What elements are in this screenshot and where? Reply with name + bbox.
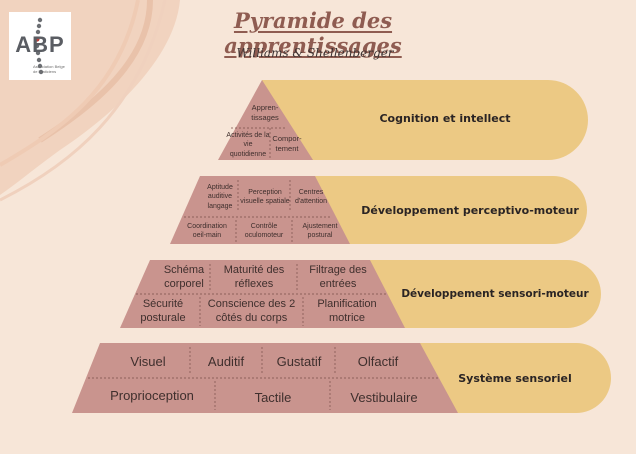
spine-icon <box>34 17 44 75</box>
cell-planification-motrice: Planification motrice <box>317 298 377 324</box>
tier-1-banner <box>262 80 588 160</box>
cell-visuel: Visuel <box>130 353 166 369</box>
cell-vestibulaire: Vestibulaire <box>350 389 418 405</box>
tier-2-pyramid <box>170 176 350 244</box>
cell-schema-corporel: Schéma corporel <box>163 264 205 290</box>
cell-controle-oculomoteur: Contrôle oculomoteur <box>244 222 284 240</box>
logo-text: ABP <box>15 32 65 57</box>
cell-olfactif: Olfactif <box>357 353 399 369</box>
cell-activites-vie-quotidienne: Activités de la vie quotidienne <box>226 131 270 158</box>
cell-centres-attention: Centres d'attention <box>294 188 328 206</box>
tier-1-pyramid <box>218 80 313 160</box>
cell-ajustement-postural: Ajustement postural <box>302 222 338 240</box>
cell-comportement: Compor-tement <box>272 134 302 153</box>
cell-securite-posturale: Sécurité posturale <box>140 298 186 324</box>
tier-label-sensori-moteur: Développement sensori-moteur <box>401 288 589 300</box>
tier-label-perceptivo-moteur: Développement perceptivo-moteur <box>361 203 579 217</box>
tier-1-dividers <box>231 127 286 158</box>
tier-3-dividers <box>136 264 388 326</box>
tier-label-systeme-sensoriel: Système sensoriel <box>458 371 572 385</box>
cell-filtrage-entrees: Filtrage des entrées <box>309 264 367 290</box>
page-subtitle: Williams & Shellenberger <box>236 46 394 60</box>
cell-perception-visuelle: Perception visuelle spatiale <box>240 188 290 206</box>
cell-apprentissages: Appren-tissages <box>251 103 279 122</box>
cell-proprioception: Proprioception <box>110 387 194 403</box>
logo-subtext: Association Belge de Praticiens <box>33 64 65 74</box>
cell-aptitude-auditive: Aptitude auditive langage <box>207 183 233 210</box>
tier-label-cognition: Cognition et intellect <box>379 111 511 125</box>
tier-2-dividers <box>184 180 330 242</box>
cell-conscience-2-cotes: Conscience des 2 côtés du corps <box>207 298 296 324</box>
tier-3-pyramid <box>120 260 405 328</box>
cell-maturite-reflexes: Maturité des réflexes <box>223 264 285 290</box>
abp-logo: ABP Association Belge de Praticiens <box>9 12 71 80</box>
page-title: Pyramide des apprentissages <box>224 8 402 58</box>
cell-gustatif: Gustatif <box>276 353 322 369</box>
cell-auditif: Auditif <box>207 353 245 369</box>
tier-4-dividers <box>88 347 440 410</box>
cell-coordination-oeil-main: Coordination oeil-main <box>187 222 227 240</box>
cell-tactile: Tactile <box>254 389 292 405</box>
